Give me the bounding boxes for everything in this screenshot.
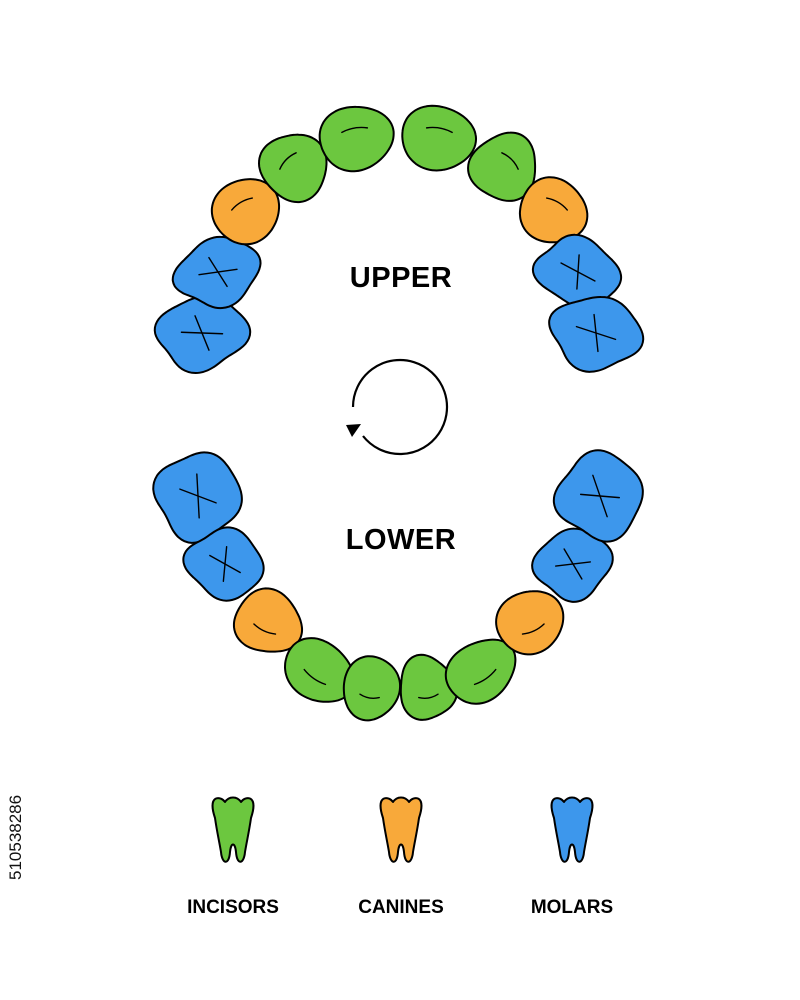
- lower-molar-tooth-2: [182, 526, 265, 602]
- upper-molar-tooth-1: [153, 294, 252, 375]
- counterclockwise-arrow-icon: [346, 358, 449, 456]
- legend-label-canines: CANINES: [358, 897, 444, 918]
- lower-incisor-tooth-7: [444, 638, 517, 705]
- upper-incisor-tooth-4: [257, 133, 328, 204]
- upper-canine-tooth-3: [210, 178, 281, 246]
- lower-jaw-label: LOWER: [345, 524, 457, 556]
- legend-icons: [211, 796, 594, 863]
- upper-incisor-tooth-7: [467, 131, 537, 202]
- lower-molar-tooth-10: [552, 449, 644, 543]
- upper-jaw-label: UPPER: [349, 262, 453, 294]
- lower-arch: [152, 449, 644, 722]
- upper-arch: [153, 104, 645, 375]
- legend-label-molars: MOLARS: [530, 897, 614, 918]
- lower-canine-tooth-3: [232, 587, 304, 653]
- image-id-text: 510538286: [6, 794, 25, 880]
- upper-molar-tooth-9: [531, 233, 623, 309]
- legend-incisors-tooth-icon: [211, 796, 255, 863]
- legend-molars-tooth-icon: [550, 796, 594, 863]
- lower-canine-tooth-8: [495, 590, 565, 656]
- lower-incisor-tooth-6: [399, 653, 459, 721]
- upper-molar-tooth-2: [171, 235, 262, 310]
- lower-incisor-tooth-5: [342, 655, 402, 722]
- legend-canines-tooth-icon: [379, 796, 423, 863]
- upper-canine-tooth-8: [518, 176, 589, 244]
- upper-molar-tooth-10: [548, 295, 645, 373]
- upper-incisor-tooth-5: [318, 105, 395, 173]
- upper-incisor-tooth-6: [401, 104, 478, 172]
- legend-label-incisors: INCISORS: [187, 897, 279, 918]
- lower-incisor-tooth-4: [284, 637, 356, 703]
